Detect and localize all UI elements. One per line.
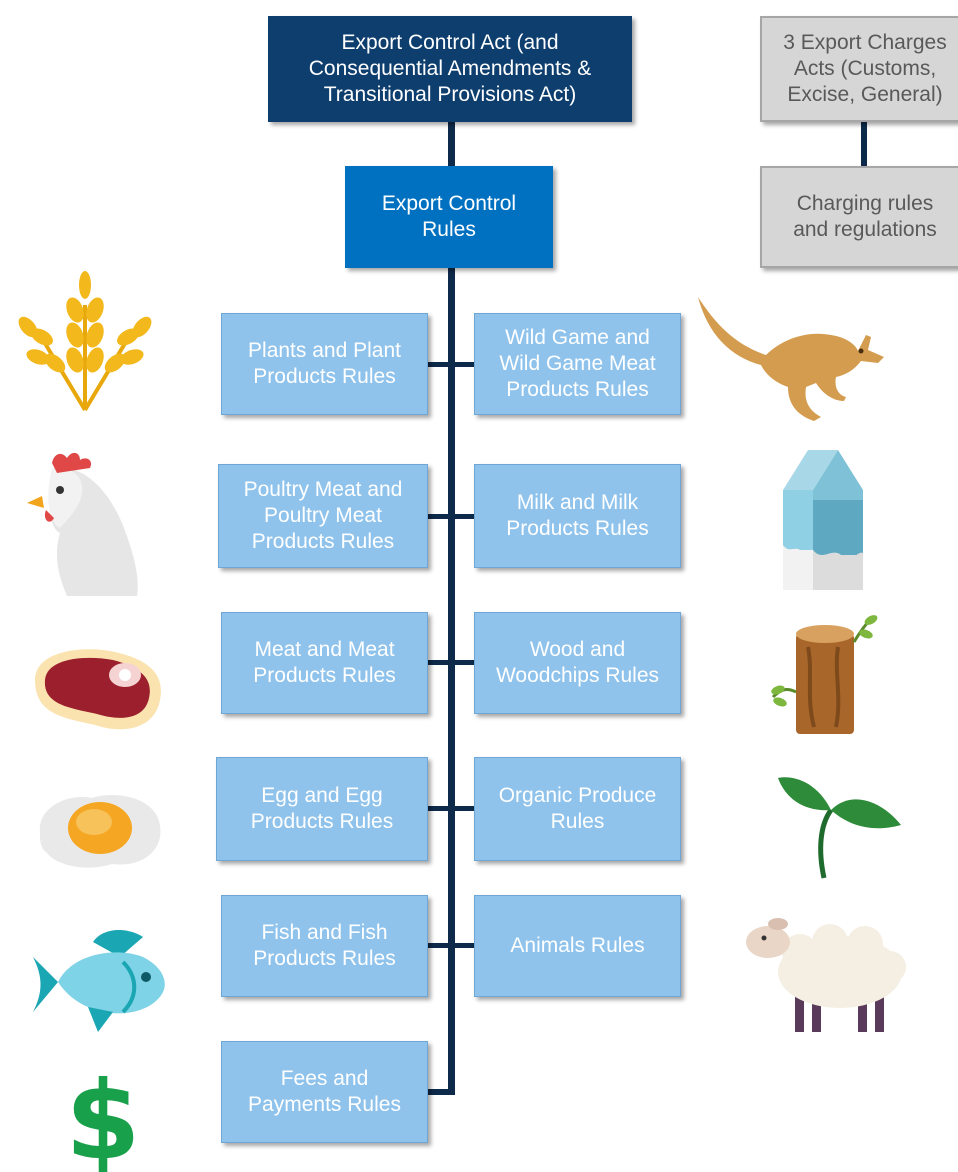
wood-rules-box: Wood and Woodchips Rules xyxy=(474,612,681,714)
animals-rules-label: Animals Rules xyxy=(510,933,645,957)
poultry-rules-box: Poultry Meat and Poultry Meat Products R… xyxy=(218,464,428,568)
plants-rules-box: Plants and Plant Products Rules xyxy=(221,313,428,415)
animals-rules-box: Animals Rules xyxy=(474,895,681,997)
dollar-icon: $ xyxy=(68,1059,138,1172)
wild-game-rules-label: Wild Game and Wild Game Meat Products Ru… xyxy=(499,325,656,402)
organic-rules-label: Organic Produce Rules xyxy=(498,783,657,833)
connector-branch-5 xyxy=(428,943,474,948)
export-control-rules-label: Export Control Rules xyxy=(381,191,517,241)
meat-rules-label: Meat and Meat Products Rules xyxy=(253,637,396,687)
export-charges-acts-label: 3 Export Charges Acts (Customs, Excise, … xyxy=(783,30,947,107)
milk-rules-label: Milk and Milk Products Rules xyxy=(506,490,649,540)
connector-charges xyxy=(861,122,867,166)
milk-carton-icon xyxy=(783,450,863,590)
sheep-icon xyxy=(746,918,906,1032)
connector-spine xyxy=(448,268,455,1095)
egg-rules-label: Egg and Egg Products Rules xyxy=(250,783,394,833)
meat-rules-box: Meat and Meat Products Rules xyxy=(221,612,428,714)
seedling-icon xyxy=(778,777,901,879)
charging-rules-box: Charging rules and regulations xyxy=(760,166,958,268)
wild-game-rules-box: Wild Game and Wild Game Meat Products Ru… xyxy=(474,313,681,415)
fish-rules-label: Fish and Fish Products Rules xyxy=(253,920,396,970)
connector-branch-1 xyxy=(428,362,474,367)
connector-branch-6 xyxy=(428,1089,455,1095)
fish-icon xyxy=(33,930,165,1032)
connector-branch-3 xyxy=(428,660,474,665)
svg-text:$: $ xyxy=(68,1059,138,1172)
milk-rules-box: Milk and Milk Products Rules xyxy=(474,464,681,568)
export-control-act-box: Export Control Act (and Consequential Am… xyxy=(268,16,632,122)
egg-rules-box: Egg and Egg Products Rules xyxy=(216,757,428,861)
fees-rules-label: Fees and Payments Rules xyxy=(248,1066,401,1116)
kangaroo-icon xyxy=(698,297,884,421)
export-control-rules-box: Export Control Rules xyxy=(345,166,553,268)
connector-branch-4 xyxy=(428,806,474,811)
charging-rules-label: Charging rules and regulations xyxy=(793,191,937,241)
chicken-icon xyxy=(27,452,138,596)
fees-rules-box: Fees and Payments Rules xyxy=(221,1041,428,1143)
export-control-act-label: Export Control Act (and Consequential Am… xyxy=(308,30,592,107)
wood-rules-label: Wood and Woodchips Rules xyxy=(495,637,660,687)
connector-act-to-rules xyxy=(448,122,455,166)
steak-icon xyxy=(35,649,161,730)
organic-rules-box: Organic Produce Rules xyxy=(474,757,681,861)
wheat-icon xyxy=(18,271,152,412)
tree-stump-icon xyxy=(771,615,878,734)
fish-rules-box: Fish and Fish Products Rules xyxy=(221,895,428,997)
connector-branch-2 xyxy=(428,514,474,519)
fried-egg-icon xyxy=(39,795,161,868)
poultry-rules-label: Poultry Meat and Poultry Meat Products R… xyxy=(243,477,403,554)
plants-rules-label: Plants and Plant Products Rules xyxy=(248,338,401,388)
export-charges-acts-box: 3 Export Charges Acts (Customs, Excise, … xyxy=(760,16,958,122)
